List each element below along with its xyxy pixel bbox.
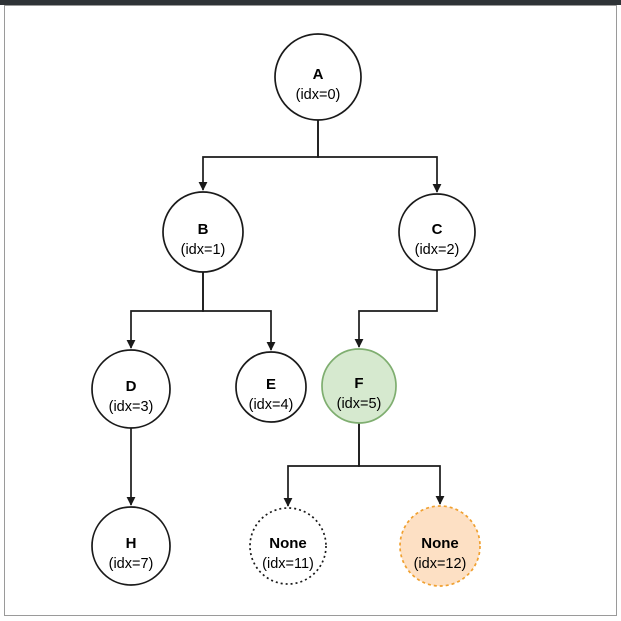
- top-bar: [0, 0, 621, 5]
- node-circle: [274, 33, 362, 121]
- edge-f-to-n12: [358, 423, 445, 505]
- node-name-label: F: [354, 375, 363, 392]
- node-name-label: D: [126, 378, 137, 395]
- edge-a-to-c: [317, 120, 442, 193]
- node-b[interactable]: B (idx=1): [162, 191, 244, 273]
- node-circle: [249, 507, 327, 585]
- node-name-label: A: [313, 66, 324, 83]
- node-name-label: C: [432, 221, 443, 238]
- edge-b-to-d: [126, 272, 204, 349]
- node-circle: [399, 505, 481, 587]
- node-index-label: (idx=7): [109, 556, 154, 572]
- node-index-label: (idx=5): [337, 396, 382, 412]
- node-index-label: (idx=11): [262, 556, 314, 572]
- node-layer: A (idx=0) B (idx=1) C (idx=2) D (idx=3) E (idx=4)…: [91, 33, 481, 587]
- node-circle: [398, 193, 476, 271]
- node-circle: [91, 349, 171, 429]
- node-name-label: None: [269, 535, 307, 552]
- node-h[interactable]: H (idx=7): [91, 506, 171, 586]
- node-name-label: B: [198, 221, 209, 238]
- node-circle: [321, 348, 397, 424]
- node-index-label: (idx=1): [181, 242, 226, 258]
- node-name-label: H: [126, 535, 137, 552]
- node-index-label: (idx=0): [296, 87, 341, 103]
- edge-layer: [126, 120, 445, 507]
- node-a[interactable]: A (idx=0): [274, 33, 362, 121]
- edge-a-to-b: [198, 120, 319, 191]
- node-n11[interactable]: None (idx=11): [249, 507, 327, 585]
- node-e[interactable]: E (idx=4): [235, 351, 307, 423]
- node-circle: [235, 351, 307, 423]
- node-index-label: (idx=12): [414, 556, 467, 572]
- node-index-label: (idx=3): [109, 399, 154, 415]
- node-d[interactable]: D (idx=3): [91, 349, 171, 429]
- node-name-label: E: [266, 376, 276, 393]
- edge-f-to-n11: [283, 423, 360, 507]
- node-circle: [91, 506, 171, 586]
- node-n12[interactable]: None (idx=12): [399, 505, 481, 587]
- node-c[interactable]: C (idx=2): [398, 193, 476, 271]
- edge-c-to-f: [354, 270, 438, 348]
- edge-b-to-e: [202, 272, 276, 351]
- node-name-label: None: [421, 535, 459, 552]
- node-f[interactable]: F (idx=5): [321, 348, 397, 424]
- node-circle: [162, 191, 244, 273]
- node-index-label: (idx=4): [249, 397, 294, 413]
- node-index-label: (idx=2): [415, 242, 460, 258]
